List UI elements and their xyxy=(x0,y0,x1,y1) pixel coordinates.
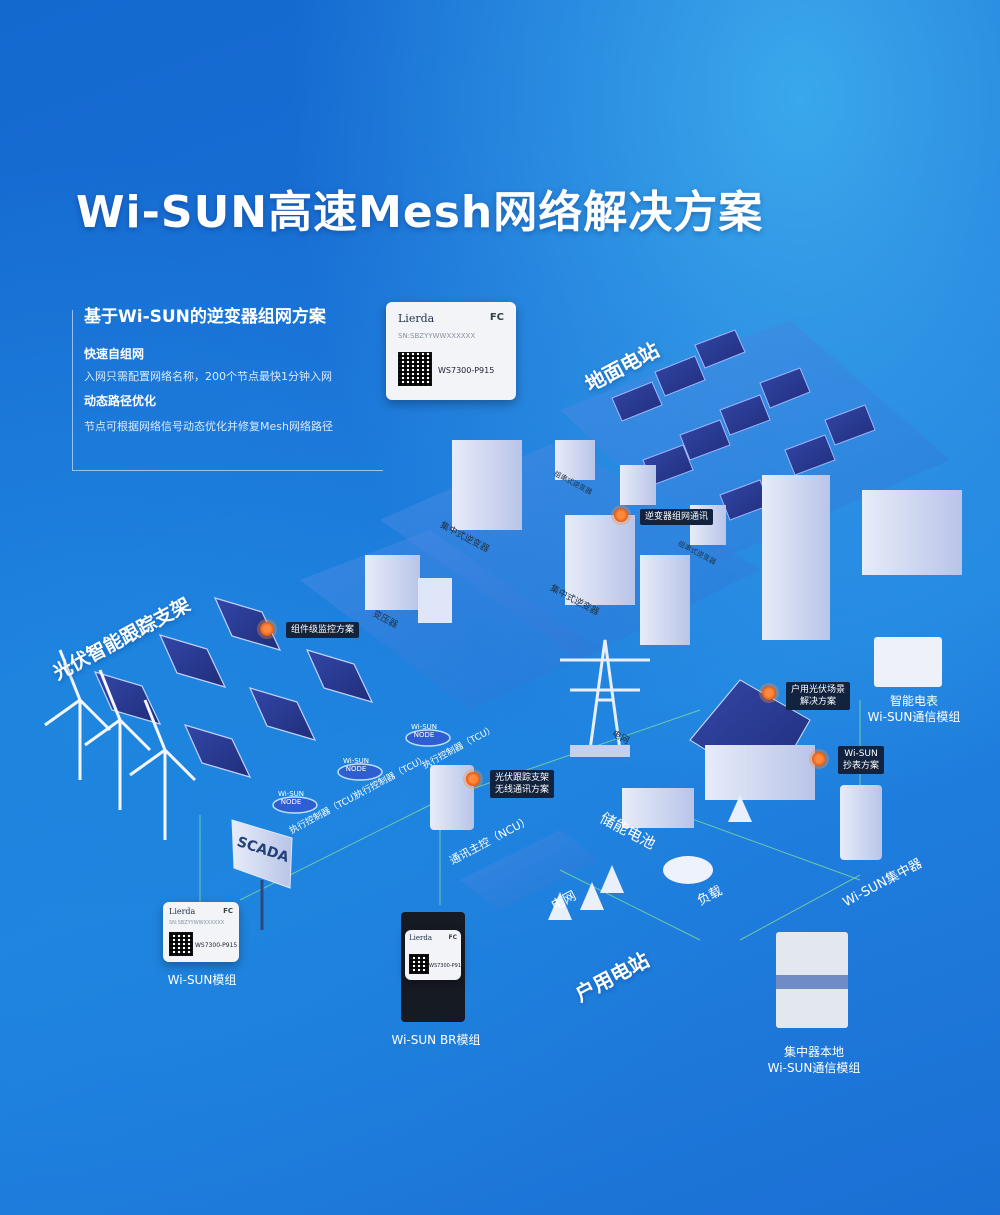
qr-code-icon xyxy=(169,932,193,956)
concentrator-device xyxy=(840,785,882,860)
model-number: WS7300-P915 xyxy=(438,366,495,375)
central-inverter-1 xyxy=(452,440,522,530)
br-module-chip: Lierda FC WS7300-P915 xyxy=(405,930,465,980)
fc-mark: FC xyxy=(489,312,504,323)
pin-icon xyxy=(762,686,776,700)
caption-smart-meter: 智能电表 Wi-SUN通信模组 xyxy=(867,694,961,724)
tag-inverter-comm: 逆变器组网通讯 xyxy=(640,509,714,525)
node-label: Wi-SUN NODE xyxy=(278,790,305,806)
wisun-module-card: Lierda FC SN:SBZYYWWXXXXXX WS7300-P915 xyxy=(386,302,516,400)
qr-code-icon xyxy=(409,954,429,974)
serial-number: SN:SBZYYWWXXXXXX xyxy=(398,332,476,340)
office-building xyxy=(862,490,962,575)
info-panel xyxy=(72,310,383,471)
ncu-device xyxy=(430,765,474,830)
storage-box xyxy=(622,788,694,828)
brand-logo: Lierda xyxy=(398,312,435,325)
brand-logo: Lierda xyxy=(409,934,433,942)
feature-description: 节点可根据网络信号动态优化并修复Mesh网络路径 xyxy=(84,420,333,433)
node-label: Wi-SUN NODE xyxy=(411,723,438,739)
node-label: Wi-SUN NODE xyxy=(343,757,370,773)
smart-meter xyxy=(874,637,942,687)
grid-tower xyxy=(560,639,650,751)
feature-heading: 快速自组网 xyxy=(84,347,145,361)
caption-concentrator-module: 集中器本地 Wi-SUN通信模组 xyxy=(767,1045,861,1075)
house-body xyxy=(705,745,815,800)
pin-icon xyxy=(614,508,628,522)
pin-icon xyxy=(812,752,826,766)
caption-wisun-module: Wi-SUN模组 xyxy=(167,973,237,987)
caption-br-module: Wi-SUN BR模组 xyxy=(391,1033,481,1047)
model-number: WS7300-P915 xyxy=(429,963,465,969)
tower-building xyxy=(762,475,830,640)
string-inverter-3 xyxy=(620,465,656,505)
page-title: Wi-SUN高速Mesh网络解决方案 xyxy=(76,187,764,238)
central-inverter-2 xyxy=(565,515,635,605)
model-number: WS7300-P915 xyxy=(195,942,238,949)
tag-household-pv: 户用光伏场景 解决方案 xyxy=(786,682,851,710)
transformer xyxy=(365,555,420,610)
wisun-module-small: Lierda FC SN:SBZYYWWXXXXXX WS7300-P915 xyxy=(163,902,239,962)
fc-mark: FC xyxy=(448,934,457,941)
serial-number: SN:SBZYYWWXXXXXX xyxy=(169,920,225,926)
car xyxy=(663,856,713,884)
panel-heading: 基于Wi-SUN的逆变器组网方案 xyxy=(84,307,326,327)
string-inverter-1 xyxy=(555,440,595,480)
feature-description: 入网只需配置网络名称，200个节点最快1分钟入网 xyxy=(84,370,332,383)
brand-logo: Lierda xyxy=(169,907,196,916)
fc-mark: FC xyxy=(223,907,233,915)
ground-station-platform xyxy=(560,320,950,560)
household-platform xyxy=(460,830,600,910)
pin-icon xyxy=(260,622,274,636)
transformer-box xyxy=(418,578,452,623)
cabinet xyxy=(640,555,690,645)
feature-heading: 动态路径优化 xyxy=(84,394,157,408)
qr-code-icon xyxy=(398,352,432,386)
scada-board xyxy=(231,819,293,889)
pin-icon xyxy=(466,772,480,786)
tag-component-monitor: 组件级监控方案 xyxy=(286,622,360,638)
tag-meter-reading: Wi-SUN 抄表方案 xyxy=(838,746,885,774)
tag-tracking-comm: 光伏跟踪支架 无线通讯方案 xyxy=(490,770,555,798)
